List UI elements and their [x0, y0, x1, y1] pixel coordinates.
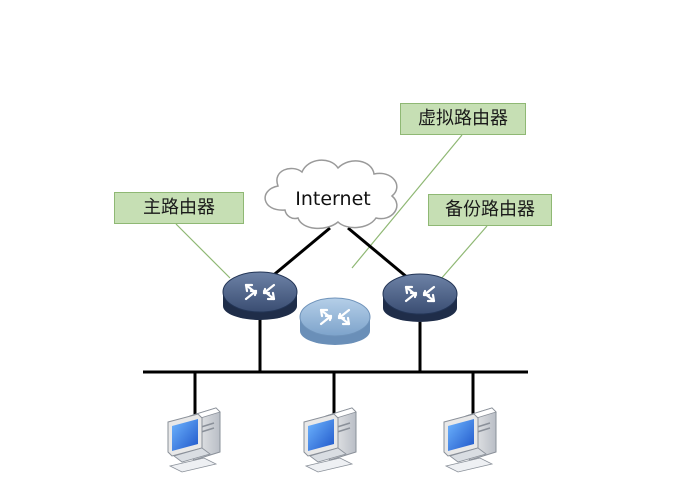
master-router-icon: [222, 271, 298, 320]
leader-line-backup: [439, 225, 488, 281]
cloud-icon: Internet: [264, 159, 398, 230]
computer-icon: [167, 407, 221, 473]
virtual-router-icon: [299, 297, 371, 345]
link-master-internet: [269, 226, 331, 280]
link-backup-internet: [347, 226, 409, 280]
computer-icon: [303, 407, 357, 473]
internet-label: Internet: [295, 188, 370, 210]
backup-router-label: 备份路由器: [428, 194, 552, 226]
backup-router-icon: [382, 273, 458, 322]
leader-line-master: [175, 223, 231, 279]
master-router-label: 主路由器: [114, 192, 244, 224]
computer-icon: [443, 407, 497, 473]
virtual-router-label: 虚拟路由器: [400, 103, 526, 135]
